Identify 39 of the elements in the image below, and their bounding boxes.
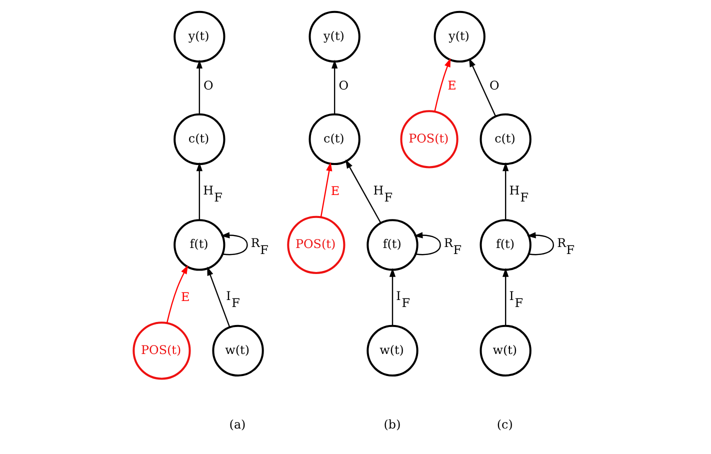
arrow xyxy=(469,58,496,117)
arrow xyxy=(502,162,509,220)
arrow xyxy=(166,265,188,324)
node-circle: POS(t) xyxy=(400,110,458,168)
arrow xyxy=(502,268,509,326)
arrow xyxy=(196,162,203,220)
edge-label: E xyxy=(448,78,456,92)
node-circle: f(t) xyxy=(174,219,226,271)
node-circle: y(t) xyxy=(434,10,486,62)
node-circle: POS(t) xyxy=(287,216,346,274)
node-circle: c(t) xyxy=(480,113,532,166)
node-circle: w(t) xyxy=(366,324,418,376)
node-circle: w(t) xyxy=(480,324,532,376)
node-circle: y(t) xyxy=(308,10,360,62)
node-circle: POS(t) xyxy=(132,322,191,380)
edge-label: O xyxy=(204,78,214,92)
arrow xyxy=(434,58,451,112)
edge-label: E xyxy=(181,290,190,304)
edge-label: E xyxy=(330,184,340,198)
edge-label: O xyxy=(338,78,349,92)
arrow xyxy=(196,60,203,114)
arrow xyxy=(389,268,396,326)
label: (c) xyxy=(496,418,513,432)
node-circle: c(t) xyxy=(174,113,226,166)
node-circle: f(t) xyxy=(366,219,418,271)
arrow xyxy=(414,232,441,256)
arrow xyxy=(320,162,332,218)
node-circle: c(t) xyxy=(308,113,360,166)
node-circle: f(t) xyxy=(480,219,532,271)
label: (b) xyxy=(384,418,401,432)
node-circle: w(t) xyxy=(212,324,264,376)
arrow xyxy=(526,232,554,256)
arrow xyxy=(345,160,382,224)
node-circle: y(t) xyxy=(174,10,226,62)
label: (a) xyxy=(229,418,246,432)
arrow xyxy=(331,60,338,114)
arrow xyxy=(220,232,248,256)
edge-label: O xyxy=(490,78,500,92)
arrow xyxy=(207,266,230,328)
